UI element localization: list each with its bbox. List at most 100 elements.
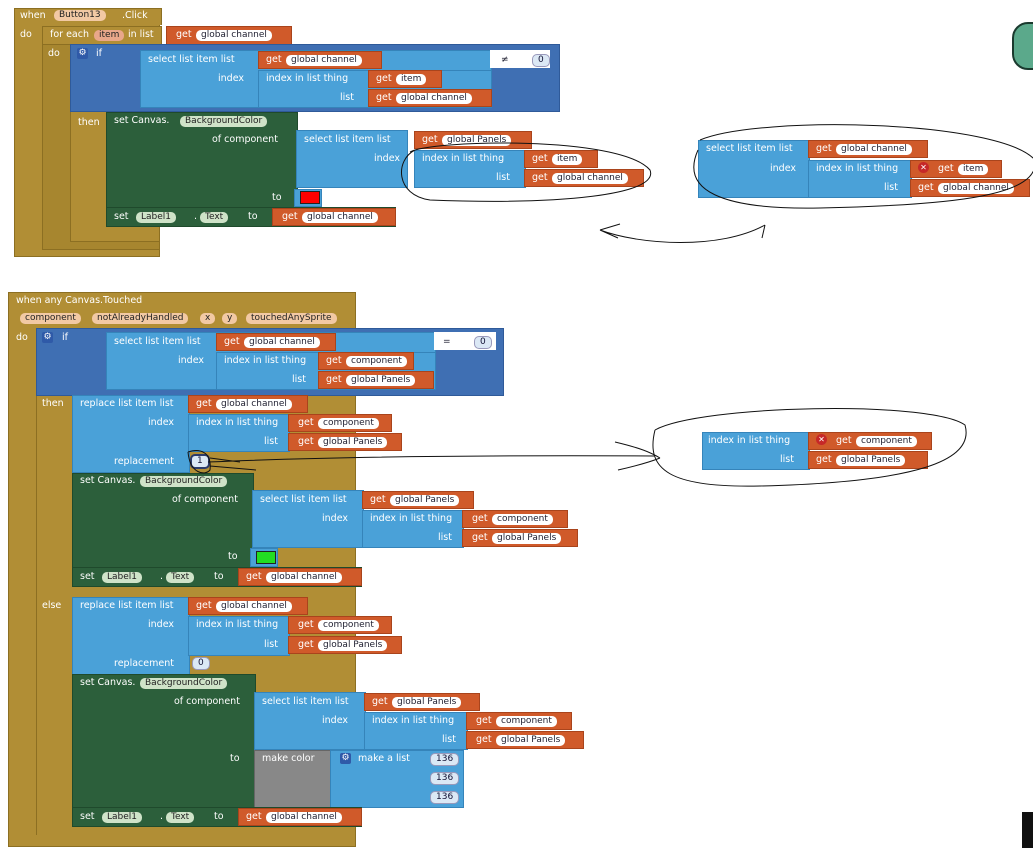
gear-icon[interactable]: ⚙ [42,332,53,343]
error-icon[interactable]: ✕ [918,162,929,173]
number-zero[interactable]: 0 [192,657,210,670]
circle-annotation-3 [652,408,967,487]
index-label: index [322,513,348,524]
label1-dropdown[interactable]: Label1 [102,812,143,823]
component-dropdown[interactable]: component [318,620,379,631]
number-136[interactable]: 136 [430,772,460,785]
if-label: if [96,48,102,59]
green-color-swatch[interactable] [256,551,276,564]
global-channel-dropdown[interactable]: global channel [552,173,628,184]
component-dropdown[interactable]: component [346,356,407,367]
replace-list-item-label: replace list item list [80,398,174,409]
button13-dropdown[interactable]: Button13 [54,10,106,21]
number-one-highlight [187,450,257,474]
text-property-dropdown[interactable]: Text [166,812,195,823]
param-component[interactable]: component [20,313,81,324]
select-list-item-label: select list item list [706,143,793,154]
index-label: index [148,417,174,428]
global-channel-dropdown[interactable]: global channel [286,55,362,66]
to-label: to [248,211,258,222]
global-channel-dropdown[interactable]: global channel [836,144,912,155]
global-panels-dropdown[interactable]: global Panels [318,640,388,651]
global-channel-dropdown[interactable]: global channel [216,399,292,410]
label1-dropdown[interactable]: Label1 [102,572,143,583]
backpack-icon[interactable] [1012,22,1033,70]
param-not-already-handled[interactable]: notAlreadyHandled [92,313,189,324]
text-property-dropdown[interactable]: Text [166,572,195,583]
global-panels-dropdown[interactable]: global Panels [346,375,416,386]
global-channel-dropdown[interactable]: global channel [396,93,472,104]
click-label: .Click [122,10,148,21]
set-canvas-bg-block[interactable] [72,674,256,808]
replacement-label: replacement [114,456,174,467]
get-label: get [282,211,298,222]
error-icon[interactable]: ✕ [816,434,827,445]
get-label: get [326,374,342,385]
global-panels-dropdown[interactable]: global Panels [496,735,566,746]
param-touched-any-sprite[interactable]: touchedAnySprite [246,313,337,324]
get-label: get [298,639,314,650]
number-zero[interactable]: 0 [474,336,492,349]
global-panels-dropdown[interactable]: global Panels [836,455,906,466]
dot-label: . [160,811,164,822]
param-x[interactable]: x [200,313,216,324]
global-panels-dropdown[interactable]: global Panels [442,135,512,146]
item-dropdown[interactable]: item [396,74,427,85]
get-label: get [266,54,282,65]
index-in-list-label: index in list thing [370,513,453,524]
global-channel-dropdown[interactable]: global channel [266,572,342,583]
component-dropdown[interactable]: component [856,436,917,447]
param-y[interactable]: y [222,313,238,324]
global-channel-dropdown[interactable]: global channel [938,183,1014,194]
global-panels-dropdown[interactable]: global Panels [390,495,460,506]
index-in-list-label: index in list thing [816,163,899,174]
component-dropdown[interactable]: component [492,514,553,525]
get-label: get [176,29,192,40]
global-channel-dropdown[interactable]: global channel [216,601,292,612]
replace-list-item-block[interactable] [72,395,190,473]
global-channel-dropdown[interactable]: global channel [266,812,342,823]
then-label: then [42,398,64,409]
item-variable[interactable]: item [94,30,125,41]
list-label: list [264,639,278,650]
dot-label: . [194,211,198,222]
property-dropdown[interactable]: BackgroundColor [140,476,228,487]
list-label: list [442,734,456,745]
get-label: get [196,398,212,409]
compare-operator-dropdown[interactable]: = [438,337,456,348]
gear-icon[interactable]: ⚙ [77,48,88,59]
global-panels-dropdown[interactable]: global Panels [492,533,562,544]
global-channel-dropdown[interactable]: global channel [302,212,378,223]
set-canvas-label: set Canvas. [114,115,170,126]
list-label: list [292,374,306,385]
get-label: get [472,513,488,524]
get-label: get [476,715,492,726]
get-label: get [370,494,386,505]
item-dropdown[interactable]: item [958,164,989,175]
global-channel-dropdown[interactable]: global channel [244,337,320,348]
property-dropdown[interactable]: BackgroundColor [180,116,268,127]
index-in-list-label: index in list thing [266,73,349,84]
get-label: get [532,172,548,183]
global-channel-dropdown[interactable]: global channel [196,30,272,41]
number-136[interactable]: 136 [430,791,460,804]
get-label: get [816,143,832,154]
arrow-annotation-1 [599,223,766,243]
global-panels-dropdown[interactable]: global Panels [392,697,462,708]
component-dropdown[interactable]: component [496,716,557,727]
number-zero[interactable]: 0 [532,54,550,67]
gear-icon[interactable]: ⚙ [340,753,351,764]
text-property-dropdown[interactable]: Text [200,212,229,223]
label1-dropdown[interactable]: Label1 [136,212,177,223]
when-any-canvas-touched-label: when any Canvas.Touched [16,295,143,306]
index-label: index [218,73,244,84]
number-136[interactable]: 136 [430,753,460,766]
index-label: index [178,355,204,366]
component-dropdown[interactable]: component [318,418,379,429]
red-color-swatch[interactable] [300,191,320,204]
item-dropdown[interactable]: item [552,154,583,165]
compare-operator-dropdown[interactable]: ≠ [496,55,514,66]
property-dropdown[interactable]: BackgroundColor [140,678,228,689]
get-label: get [298,619,314,630]
global-panels-dropdown[interactable]: global Panels [318,437,388,448]
